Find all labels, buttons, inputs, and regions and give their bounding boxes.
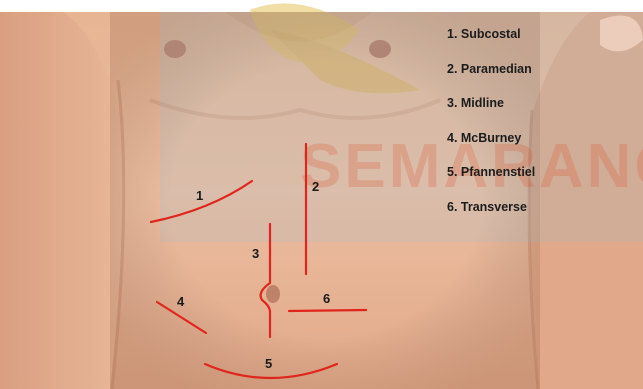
label-transverse: 6 xyxy=(323,291,330,306)
label-paramedian: 2 xyxy=(312,179,319,194)
legend-item-pfannenstiel: 5. Pfannenstiel xyxy=(447,164,535,199)
legend-item-mcburney: 4. McBurney xyxy=(447,130,535,165)
legend-item-subcostal: 1. Subcostal xyxy=(447,26,535,61)
transverse-incision xyxy=(289,310,366,311)
label-subcostal: 1 xyxy=(196,188,203,203)
watermark-band xyxy=(160,12,643,242)
legend-item-paramedian: 2. Paramedian xyxy=(447,61,535,96)
watermark: SEMARANG xyxy=(160,3,643,242)
label-pfannenstiel: 5 xyxy=(265,356,272,371)
legend-item-transverse: 6. Transverse xyxy=(447,199,535,234)
incision-legend: 1. Subcostal 2. Paramedian 3. Midline 4.… xyxy=(447,26,535,233)
left-arm xyxy=(0,12,122,389)
label-mcburney: 4 xyxy=(177,294,185,309)
label-midline: 3 xyxy=(252,246,259,261)
legend-item-midline: 3. Midline xyxy=(447,95,535,130)
navel xyxy=(266,285,280,303)
